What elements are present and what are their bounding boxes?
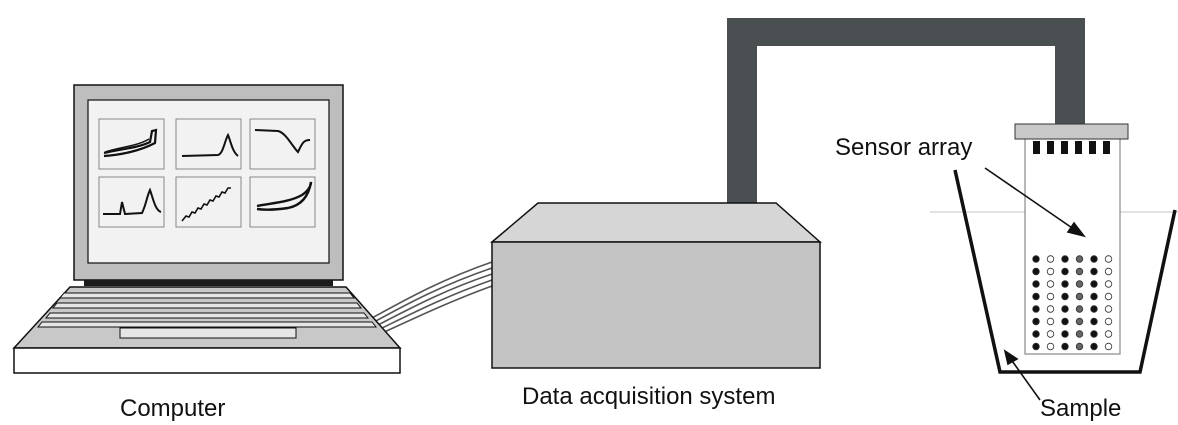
screen-plots: [98, 118, 316, 228]
sensor-dot: [1090, 305, 1098, 313]
sensor-dot: [1032, 292, 1040, 301]
laptop-base: [13, 347, 401, 374]
sensor-dot: [1032, 305, 1040, 313]
sensor-dot: [1032, 267, 1040, 276]
sensor-dot: [1090, 342, 1098, 351]
computer-label: Computer: [120, 395, 225, 422]
dip-curve-icon: [249, 118, 316, 170]
sensor-dot: [1061, 292, 1069, 301]
sensor-dot: [1075, 317, 1084, 326]
overhead-cable: [727, 18, 1085, 205]
single-peak-icon: [175, 118, 242, 170]
sensor-dot: [1061, 267, 1069, 276]
sensor-dot: [1090, 330, 1098, 338]
annotation-arrows: [984, 167, 1087, 401]
probe-body: [1024, 137, 1121, 355]
sensor-dot: [1090, 317, 1098, 326]
sensor-dot: [1032, 317, 1040, 326]
sensor-dot: [1046, 317, 1055, 326]
sensor-dot: [1075, 267, 1084, 276]
sensor-dot: [1061, 330, 1069, 338]
sensor-array-arrow: [984, 167, 1079, 233]
sensor-dot: [1046, 330, 1055, 338]
sample-label: Sample: [1040, 395, 1121, 422]
sensor-dot: [1104, 292, 1113, 301]
sensor-array-label: Sensor array: [835, 134, 972, 161]
laptop-touchpad: [119, 327, 297, 339]
sensor-dot: [1032, 330, 1040, 338]
sensor-dot: [1061, 280, 1069, 288]
sample-arrow: [1009, 357, 1041, 401]
sensor-dot: [1075, 305, 1084, 313]
sensor-dot: [1075, 255, 1084, 263]
sensor-dot: [1104, 317, 1113, 326]
sensor-dot: [1104, 330, 1113, 338]
sensor-dot: [1090, 292, 1098, 301]
probe-cap: [1014, 123, 1129, 140]
sensor-dot: [1075, 330, 1084, 338]
daq-box: [489, 202, 822, 369]
sensor-dot: [1075, 292, 1084, 301]
daq-label: Data acquisition system: [522, 383, 775, 410]
sensor-dot: [1032, 280, 1040, 288]
sensor-dot: [1046, 305, 1055, 313]
sensor-dot: [1104, 280, 1113, 288]
sensor-dot: [1046, 280, 1055, 288]
sensor-dot: [1075, 342, 1084, 351]
sensor-dot-grid: [1032, 255, 1113, 351]
sensor-dot: [1104, 342, 1113, 351]
sensor-dot: [1046, 342, 1055, 351]
sensor-dot: [1104, 267, 1113, 276]
sensor-dot: [1075, 280, 1084, 288]
sample-arrowhead: [1003, 349, 1019, 366]
sensor-dot: [1061, 255, 1069, 263]
sensor-dot: [1090, 280, 1098, 288]
sensor-dot: [1090, 267, 1098, 276]
sensor-dot: [1032, 255, 1040, 263]
sensor-dot: [1061, 305, 1069, 313]
sensor-dot: [1046, 255, 1055, 263]
sensor-dot: [1061, 342, 1069, 351]
sensor-dot: [1090, 255, 1098, 263]
sensor-dot: [1032, 342, 1040, 351]
sensor-dot: [1104, 255, 1113, 263]
ribbon-cable: [371, 261, 493, 335]
sensor-dot: [1046, 267, 1055, 276]
sensor-dot: [1104, 305, 1113, 313]
sensor-array-arrowhead: [1066, 221, 1087, 238]
sensor-dot: [1061, 317, 1069, 326]
sensor-probe: [1014, 123, 1129, 355]
sensor-dot: [1046, 292, 1055, 301]
